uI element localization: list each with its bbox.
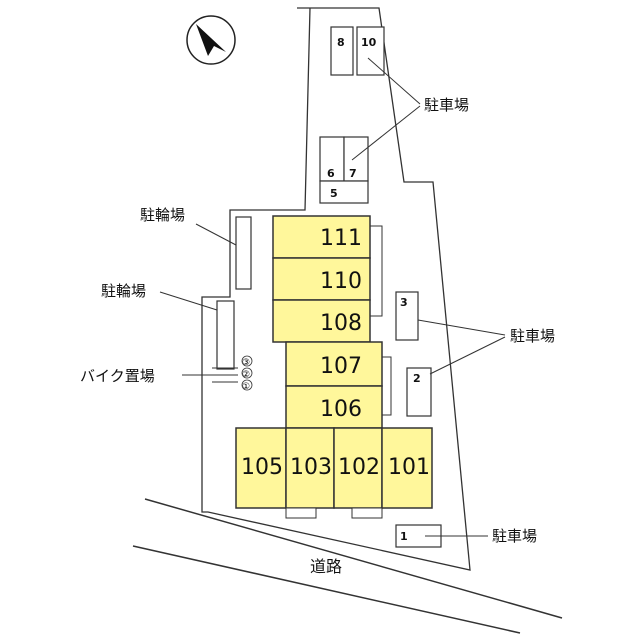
svg-text:101: 101 [388,455,430,480]
unit-110: 110 [272,257,371,301]
svg-text:3: 3 [400,296,408,309]
svg-text:106: 106 [320,397,362,422]
svg-text:1: 1 [400,530,408,543]
svg-text:6: 6 [327,167,335,180]
svg-text:107: 107 [320,354,362,379]
bike-label: バイク置場 [80,367,155,385]
bike-slot-2: ② [242,370,250,380]
parking-slot-6: 6 [319,136,345,182]
north-arrow-icon [186,15,236,65]
unit-105: 105 [235,427,287,509]
callout-parking-right: 駐車場 [417,319,555,375]
svg-text:8: 8 [337,36,345,49]
lot-boundary [201,7,471,571]
svg-text:7: 7 [349,167,357,180]
road-label: 道路 [310,557,342,576]
bicycle-label-1: 駐輪場 [140,206,185,224]
unit-111: 111 [272,215,371,259]
svg-text:108: 108 [320,311,362,336]
svg-text:102: 102 [338,455,380,480]
bike-slot-3: ③ [242,358,250,368]
unit-107: 107 [285,341,383,387]
unit-102: 102 [333,427,383,509]
svg-text:110: 110 [320,269,362,294]
unit-101: 101 [381,427,433,509]
callout-parking-top: 駐車場 [351,57,469,161]
parking-label-right: 駐車場 [510,327,555,345]
parking-slot-3: 3 [395,291,419,341]
parking-slot-10: 10 [356,26,385,76]
bicycle-parking-2: 駐輪場 [101,282,235,370]
parking-slot-5: 5 [319,180,369,204]
bike-slot-1: ① [242,382,250,392]
parking-label-bottom: 駐車場 [492,527,537,545]
unit-103: 103 [285,427,335,509]
road-edge-top [144,498,563,619]
svg-text:5: 5 [330,187,338,200]
road-edge-bottom [132,545,521,634]
bicycle-parking-1: 駐輪場 [140,206,252,290]
building: 111 110 108 107 106 105 103 102 [235,215,433,519]
unit-106: 106 [285,385,383,429]
bicycle-label-2: 駐輪場 [101,282,146,300]
callout-parking-bottom: 駐車場 [425,527,537,545]
svg-text:111: 111 [320,226,362,251]
unit-108: 108 [272,299,371,343]
parking-slot-2: 2 [406,367,432,417]
svg-text:103: 103 [290,455,332,480]
parking-label-top: 駐車場 [424,96,469,114]
bike-parking: バイク置場 ③ ② ① [80,355,253,392]
svg-text:2: 2 [413,372,421,385]
svg-text:105: 105 [241,455,283,480]
svg-text:10: 10 [361,36,377,49]
parking-slot-8: 8 [330,26,354,76]
parking-slot-7: 7 [343,136,369,182]
